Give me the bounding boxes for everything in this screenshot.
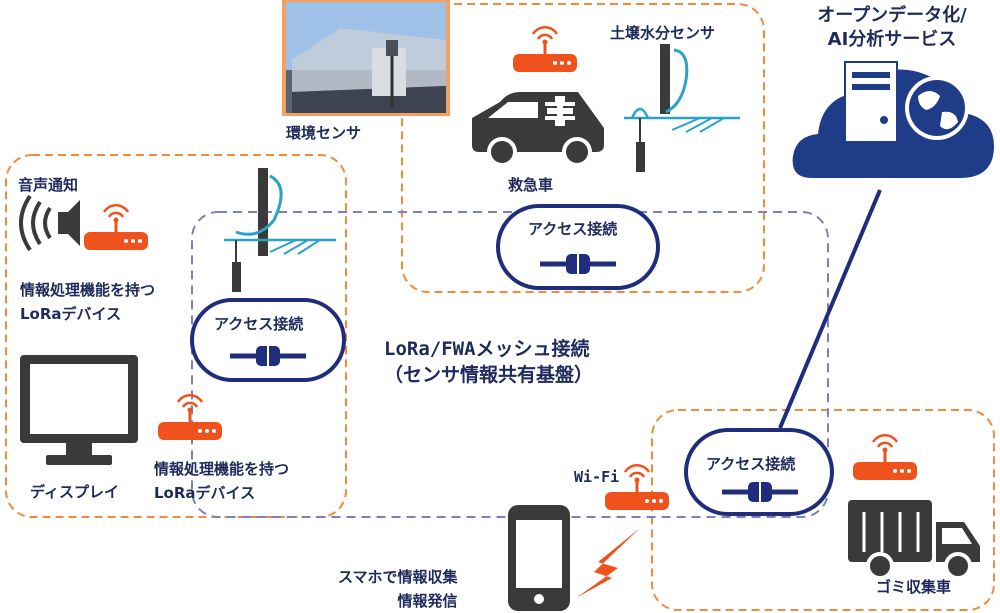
router-icon (156, 393, 224, 442)
globe-icon (905, 76, 969, 140)
router-icon (511, 25, 579, 74)
access-point-left (190, 298, 346, 382)
lora-device-1-line2: LoRaデバイス (20, 305, 122, 323)
smartphone-line1: スマホで情報収集 (338, 568, 458, 586)
lora-device-1-line1: 情報処理機能を持つ (20, 281, 156, 299)
lightning-icon (576, 528, 640, 598)
access-point-top (496, 204, 660, 290)
environment-sensor-label: 環境センサ (286, 124, 362, 142)
environment-sensor-photo (282, 0, 450, 116)
voice-notice-label: 音声通知 (18, 176, 79, 194)
zone-left (5, 154, 347, 518)
access-label-right: アクセス接続 (706, 455, 796, 473)
lora-device-1-label: 情報処理機能を持つ LoRaデバイス (20, 278, 155, 326)
display-label: ディスプレイ (30, 483, 119, 501)
garbage-truck-label: ゴミ収集車 (876, 578, 952, 596)
access-label-left: アクセス接続 (214, 315, 304, 333)
soil-probe-icon (224, 168, 336, 292)
server-icon (844, 61, 898, 143)
mesh-boundary (191, 211, 829, 518)
soil-probe-icon (624, 44, 740, 172)
mesh-title-line2: （センサ情報共有基盤） (384, 364, 594, 386)
smartphone-label: スマホで情報収集 情報発信 (338, 565, 458, 613)
wifi-label: Wi-Fi (574, 468, 620, 486)
cloud-service-title-line2: AI分析サービス (827, 29, 957, 50)
soil-sensor-label: 土壌水分センサ (610, 24, 716, 42)
speaker-icon (19, 194, 80, 252)
zone-top (401, 3, 765, 293)
router-icon (82, 203, 150, 252)
lora-device-2-line1: 情報処理機能を持つ (154, 460, 290, 478)
cloud-service-title-line1: オープンデータ化/ (817, 5, 967, 26)
ambulance-label: 救急車 (508, 176, 554, 194)
lora-device-2-label: 情報処理機能を持つ LoRaデバイス (154, 457, 289, 505)
access-point-right (684, 428, 834, 516)
smartphone-icon (508, 505, 570, 611)
smartphone-line2: 情報発信 (397, 592, 458, 610)
mesh-title: LoRa/FWAメッシュ接続 （センサ情報共有基盤） (384, 336, 593, 388)
cloud-link-line (778, 189, 882, 429)
ambulance-icon (472, 92, 604, 167)
cloud-service-title: オープンデータ化/ AI分析サービス (792, 4, 992, 52)
monitor-icon (20, 355, 138, 465)
access-label-top: アクセス接続 (528, 220, 618, 238)
garbage-truck-icon (848, 500, 980, 580)
mesh-title-line1: LoRa/FWAメッシュ接続 (384, 338, 590, 360)
lora-device-2-line2: LoRaデバイス (154, 484, 256, 502)
router-icon (851, 433, 919, 482)
